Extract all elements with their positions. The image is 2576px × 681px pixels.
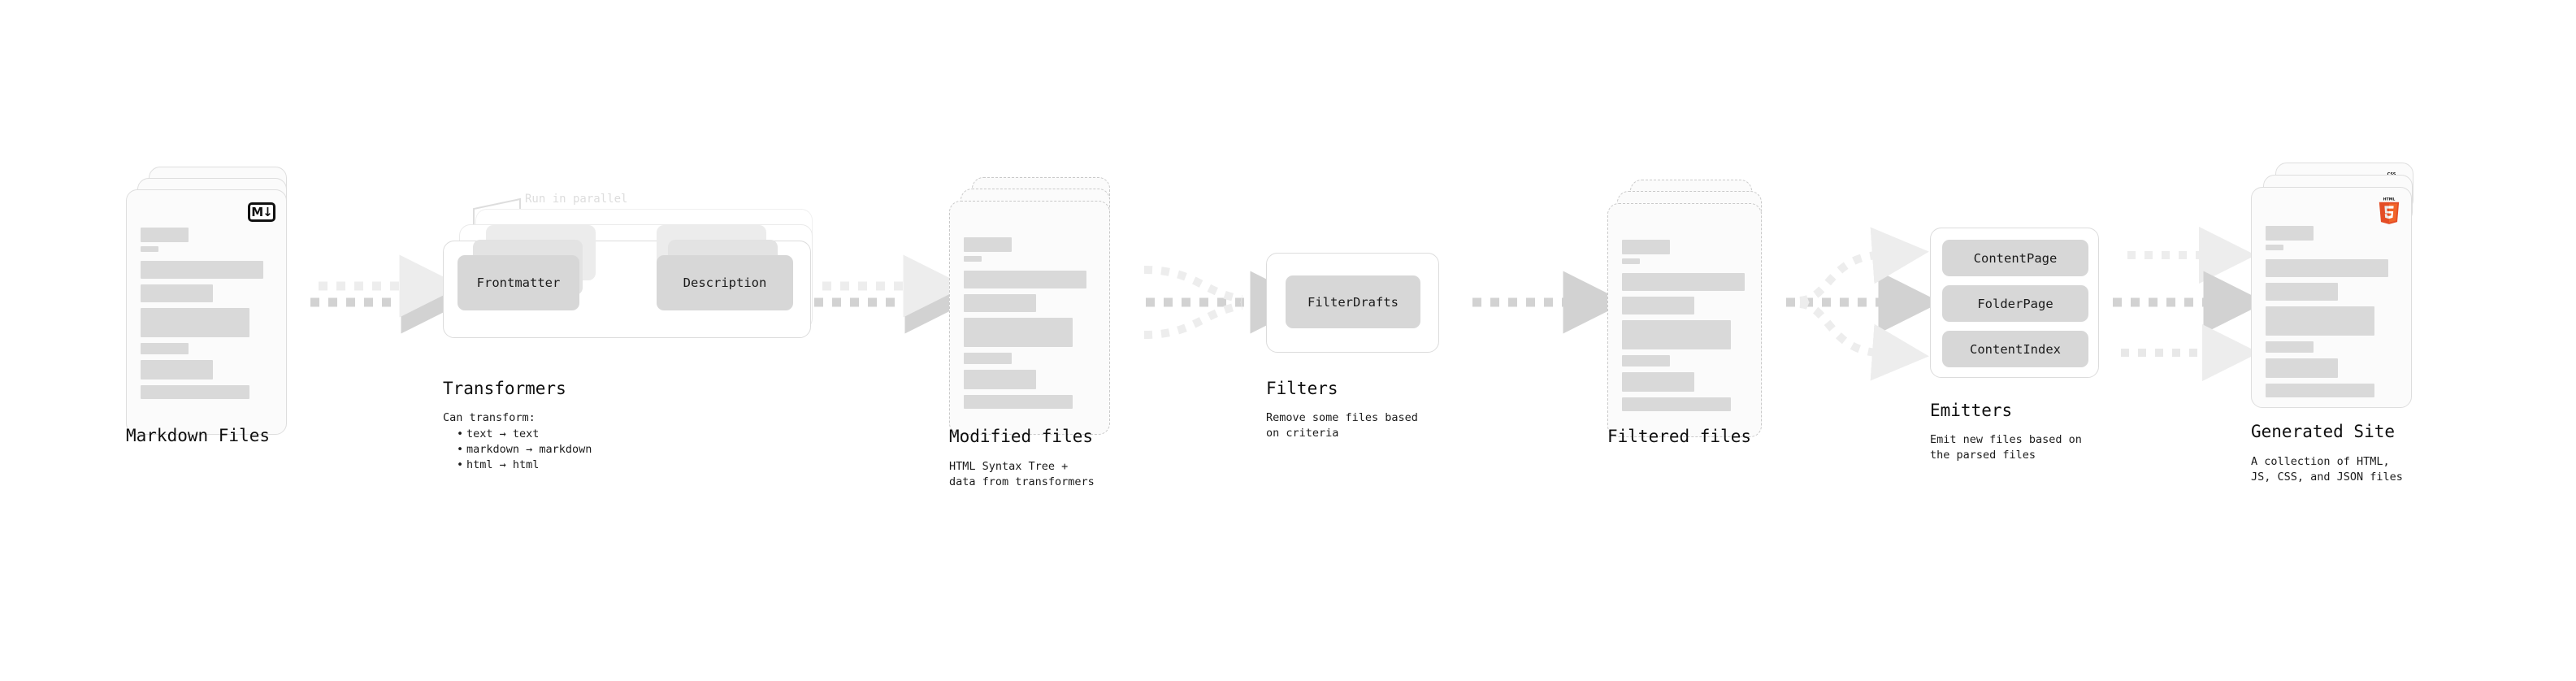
transformers-group: Frontmatter Description <box>443 203 825 374</box>
stage-title-filtered-files: Filtered files <box>1607 427 1752 446</box>
doc-line <box>2266 259 2388 277</box>
doc-line <box>964 318 1073 347</box>
doc-line <box>1622 355 1670 367</box>
doc-line <box>964 395 1073 409</box>
emitter-chip-contentindex[interactable]: ContentIndex <box>1942 331 2088 367</box>
transformers-bullet: markdown → markdown <box>457 442 592 458</box>
stage-subtitle-emitters: Emit new files based on the parsed files <box>1930 433 2082 462</box>
stage-title-modified-files: Modified files <box>949 427 1094 446</box>
doc-line <box>964 256 982 262</box>
doc-line <box>964 370 1036 389</box>
svg-text:HTML: HTML <box>2383 197 2396 202</box>
doc-line <box>141 284 213 302</box>
markdown-file-front[interactable]: M↓ <box>126 189 287 435</box>
modified-file-front[interactable] <box>949 201 1110 435</box>
doc-line <box>2266 358 2338 378</box>
stage-title-filters: Filters <box>1266 379 1338 398</box>
doc-line <box>1622 320 1731 349</box>
doc-line <box>141 246 158 252</box>
doc-line <box>964 353 1012 364</box>
doc-line <box>964 294 1036 312</box>
doc-line <box>1622 273 1745 291</box>
doc-line <box>2266 341 2314 353</box>
markdown-icon: M↓ <box>248 202 275 222</box>
transformers-bullet: html → html <box>457 458 592 473</box>
doc-line <box>964 271 1086 288</box>
stage-subtitle-modified-files: HTML Syntax Tree + data from transformer… <box>949 460 1095 488</box>
stage-title-transformers: Transformers <box>443 379 566 398</box>
doc-line <box>1622 258 1640 264</box>
doc-line <box>141 228 189 242</box>
stage-title-emitters: Emitters <box>1930 401 2013 420</box>
doc-line <box>964 237 1012 252</box>
transformer-box-front[interactable]: Frontmatter Description <box>443 225 811 338</box>
doc-skeleton-lines <box>141 228 275 399</box>
arrow-emitters-to-site <box>2113 227 2266 381</box>
run-in-parallel-note: Run in parallel <box>525 193 628 206</box>
doc-skeleton-lines <box>964 237 1098 409</box>
filtered-file-front[interactable] <box>1607 203 1762 437</box>
stage-title-markdown-files: Markdown Files <box>126 426 271 445</box>
html5-icon: HTML <box>2377 197 2401 224</box>
stage-subtitle-generated-site: A collection of HTML, JS, CSS, and JSON … <box>2251 455 2403 484</box>
transformers-bullet-list: text → text markdown → markdown html → h… <box>455 427 592 473</box>
html5-icon-svg: HTML <box>2379 197 2400 224</box>
generated-site-stack: CSS HTML <box>2251 163 2446 431</box>
emitters-box[interactable]: ContentPage FolderPage ContentIndex <box>1930 228 2099 378</box>
doc-line <box>141 385 249 399</box>
doc-line <box>2266 384 2374 397</box>
doc-line <box>2266 306 2374 336</box>
doc-line <box>1622 297 1694 314</box>
doc-line <box>1622 372 1694 392</box>
doc-skeleton-lines <box>1622 240 1750 411</box>
doc-line <box>2266 283 2338 301</box>
arrow-transformers-to-modified <box>814 254 968 334</box>
markdown-files-stack: M↓ <box>126 167 313 435</box>
filters-box[interactable]: FilterDrafts <box>1266 253 1439 353</box>
stage-title-generated-site: Generated Site <box>2251 422 2396 441</box>
doc-line <box>141 360 213 380</box>
doc-line <box>141 343 189 354</box>
generated-file-html[interactable]: HTML <box>2251 187 2412 408</box>
emitter-chip-folderpage[interactable]: FolderPage <box>1942 285 2088 322</box>
transformer-chip-frontmatter[interactable]: Frontmatter <box>458 255 579 310</box>
filter-chip-filterdrafts[interactable]: FilterDrafts <box>1286 275 1420 328</box>
doc-line <box>1622 240 1670 254</box>
doc-line <box>141 261 263 279</box>
stage-subtitle-transformers: Can transform: <box>443 411 536 424</box>
transformers-bullet: text → text <box>457 427 592 442</box>
arrow-markdown-to-transformers <box>310 254 464 334</box>
doc-skeleton-lines <box>2266 226 2400 397</box>
emitter-chip-contentpage[interactable]: ContentPage <box>1942 240 2088 276</box>
modified-files-stack <box>949 177 1136 435</box>
arrow-modified-to-filters <box>1143 266 1313 339</box>
doc-line <box>2266 245 2283 250</box>
doc-line <box>141 308 249 337</box>
filtered-files-stack <box>1607 180 1794 437</box>
arrow-filtered-to-emitters <box>1786 227 1941 381</box>
doc-line <box>2266 226 2314 241</box>
stage-subtitle-filters: Remove some files based on criteria <box>1266 411 1418 440</box>
doc-line <box>1622 397 1731 411</box>
transformer-chip-description[interactable]: Description <box>657 255 793 310</box>
